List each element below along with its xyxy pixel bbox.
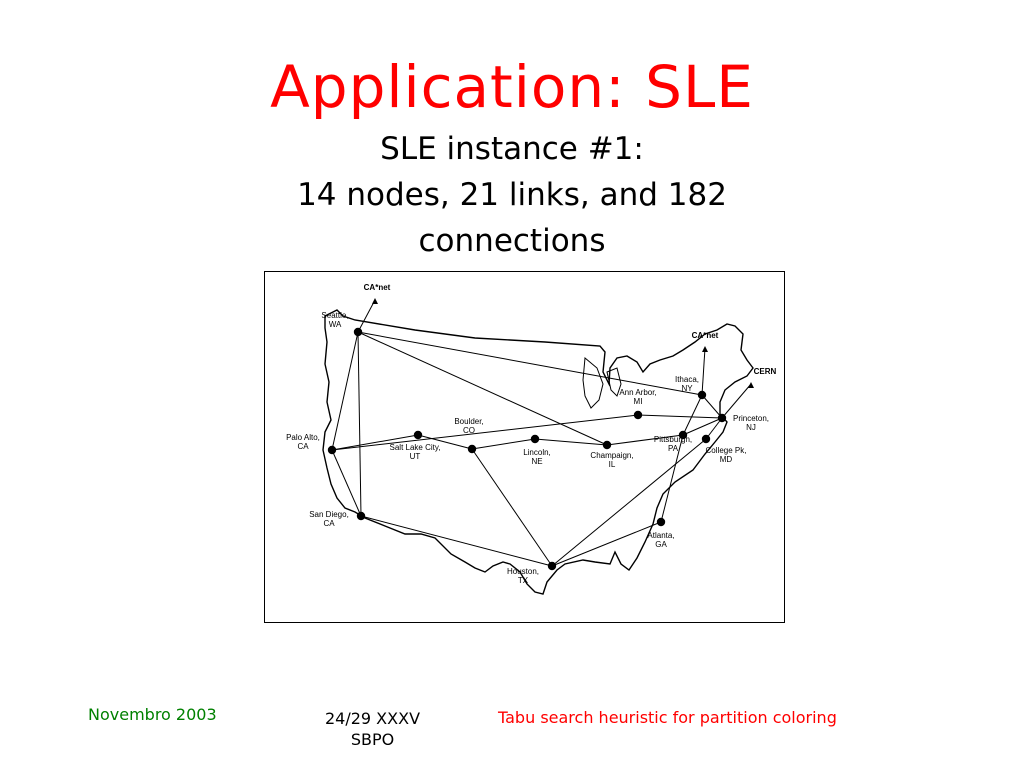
node-houston xyxy=(547,561,557,571)
node-pittsburgh xyxy=(678,430,688,440)
link-lincoln-champaign xyxy=(534,438,608,446)
label-palo_alto-1: CA xyxy=(297,442,309,451)
link-ann_arbor-princeton xyxy=(637,414,723,419)
link-salt_lake-boulder xyxy=(417,434,473,450)
label-houston-1: TX xyxy=(518,576,529,585)
label-canet_west: CA*net xyxy=(364,283,391,292)
arrow-canet_west xyxy=(357,299,376,333)
slide-title: Application: SLE xyxy=(270,53,754,121)
label-champaign-1: IL xyxy=(609,460,616,469)
label-atlanta-0: Atlanta, xyxy=(647,531,674,540)
link-champaign-pittsburgh xyxy=(606,434,684,446)
label-princeton-1: NJ xyxy=(746,423,756,432)
footer-talk-title: Tabu search heuristic for partition colo… xyxy=(498,708,837,727)
link-boulder-lincoln xyxy=(471,438,536,450)
arrowhead-canet_east xyxy=(702,346,708,352)
label-salt_lake-1: UT xyxy=(410,452,421,461)
label-atlanta-1: GA xyxy=(655,540,667,549)
label-princeton-0: Princeton, xyxy=(733,414,769,423)
label-boulder-1: CO xyxy=(463,426,475,435)
footer-conference: SBPO xyxy=(350,730,395,749)
footer-page-info: 24/29 XXXV SBPO xyxy=(300,708,445,750)
label-ann_arbor-0: Ann Arbor, xyxy=(619,388,656,397)
node-boulder xyxy=(467,444,477,454)
link-seattle-san_diego xyxy=(357,331,362,517)
arrow-canet_east xyxy=(701,347,706,396)
label-seattle-1: WA xyxy=(329,320,342,329)
slide-subtitle: SLE instance #1: 14 nodes, 21 links, and… xyxy=(0,126,1024,264)
node-ithaca xyxy=(697,390,707,400)
node-lincoln xyxy=(530,434,540,444)
node-palo_alto xyxy=(327,445,337,455)
link-palo_alto-salt_lake xyxy=(331,434,419,451)
label-san_diego-0: San Diego, xyxy=(309,510,349,519)
node-champaign xyxy=(602,440,612,450)
label-san_diego-1: CA xyxy=(323,519,335,528)
link-houston-atlanta xyxy=(551,521,662,567)
label-pittsburgh-1: PA xyxy=(668,444,679,453)
arrowhead-cern xyxy=(748,382,754,388)
label-salt_lake-0: Salt Lake City, xyxy=(390,443,441,452)
label-ithaca-1: NY xyxy=(681,384,693,393)
great-lakes xyxy=(582,357,622,409)
footer-page-number: 24/29 XXXV xyxy=(324,709,421,728)
label-houston-0: Houston, xyxy=(507,567,539,576)
link-seattle-ithaca xyxy=(357,331,703,396)
label-champaign-0: Champaign, xyxy=(590,451,633,460)
arrow-cern xyxy=(721,383,752,419)
label-palo_alto-0: Palo Alto, xyxy=(286,433,320,442)
link-atlanta-pittsburgh xyxy=(660,434,684,523)
label-lincoln-1: NE xyxy=(531,457,542,466)
link-san_diego-houston xyxy=(360,515,553,567)
network-links xyxy=(331,331,723,567)
label-college_pk-0: College Pk, xyxy=(706,446,747,455)
label-seattle-0: Seattle, xyxy=(321,311,348,320)
node-college_pk xyxy=(701,434,711,444)
node-atlanta xyxy=(656,517,666,527)
node-salt_lake xyxy=(413,430,423,440)
subtitle-line-3: connections xyxy=(418,223,606,259)
link-houston-college_pk xyxy=(551,438,707,567)
label-cern: CERN xyxy=(754,367,777,376)
subtitle-line-1: SLE instance #1: xyxy=(380,131,644,167)
network-nodes xyxy=(327,327,727,571)
label-canet_east: CA*net xyxy=(692,331,719,340)
link-pittsburgh-princeton xyxy=(682,417,723,436)
link-pittsburgh-ithaca xyxy=(682,394,703,436)
label-ithaca-0: Ithaca, xyxy=(675,375,699,384)
link-palo_alto-ann_arbor xyxy=(331,414,639,451)
arrowhead-canet_west xyxy=(372,298,378,304)
link-seattle-palo_alto xyxy=(331,331,359,451)
subtitle-line-2: 14 nodes, 21 links, and 182 xyxy=(297,177,727,213)
link-college_pk-princeton xyxy=(705,417,723,440)
label-pittsburgh-0: Pittsburgh, xyxy=(654,435,692,444)
label-ann_arbor-1: MI xyxy=(634,397,643,406)
label-college_pk-1: MD xyxy=(720,455,733,464)
label-boulder-0: Boulder, xyxy=(454,417,483,426)
link-boulder-houston xyxy=(471,448,553,567)
link-ithaca-princeton xyxy=(701,394,723,419)
link-palo_alto-san_diego xyxy=(331,449,362,517)
node-san_diego xyxy=(356,511,366,521)
label-lincoln-0: Lincoln, xyxy=(523,448,551,457)
node-ann_arbor xyxy=(633,410,643,420)
footer-date: Novembro 2003 xyxy=(88,705,217,724)
link-seattle-champaign xyxy=(357,331,608,446)
